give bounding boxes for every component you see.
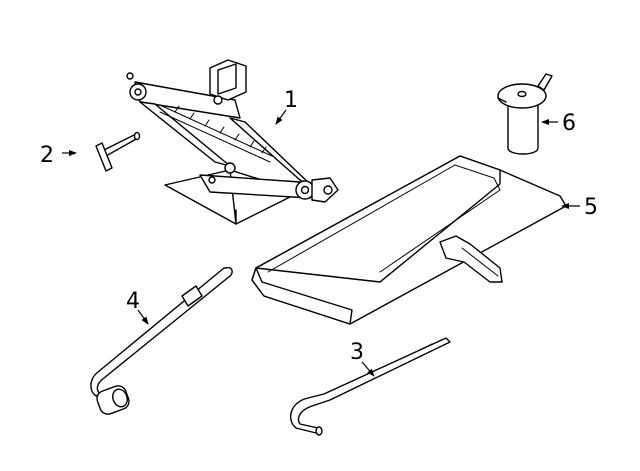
lug-wrench-illustration: [90, 266, 233, 415]
callout-label-3: 3: [350, 340, 364, 365]
callout-5: 5: [561, 195, 598, 220]
jack-handle-pin-illustration: [95, 131, 141, 172]
scissor-jack-illustration: [126, 59, 339, 225]
callout-2: 2: [40, 143, 77, 168]
callout-4: 4: [126, 289, 149, 325]
callout-6: 6: [541, 111, 576, 136]
callout-3: 3: [350, 340, 375, 377]
wheel-lock-key-illustration: [497, 73, 553, 155]
callout-label-2: 2: [40, 143, 54, 168]
jack-handle-rod-illustration: [289, 337, 451, 436]
callout-1: 1: [275, 88, 298, 125]
tool-bag-illustration: [251, 155, 567, 325]
callout-label-5: 5: [584, 195, 598, 220]
callout-label-4: 4: [126, 289, 140, 314]
callout-label-6: 6: [562, 111, 576, 136]
callout-label-1: 1: [284, 88, 298, 113]
